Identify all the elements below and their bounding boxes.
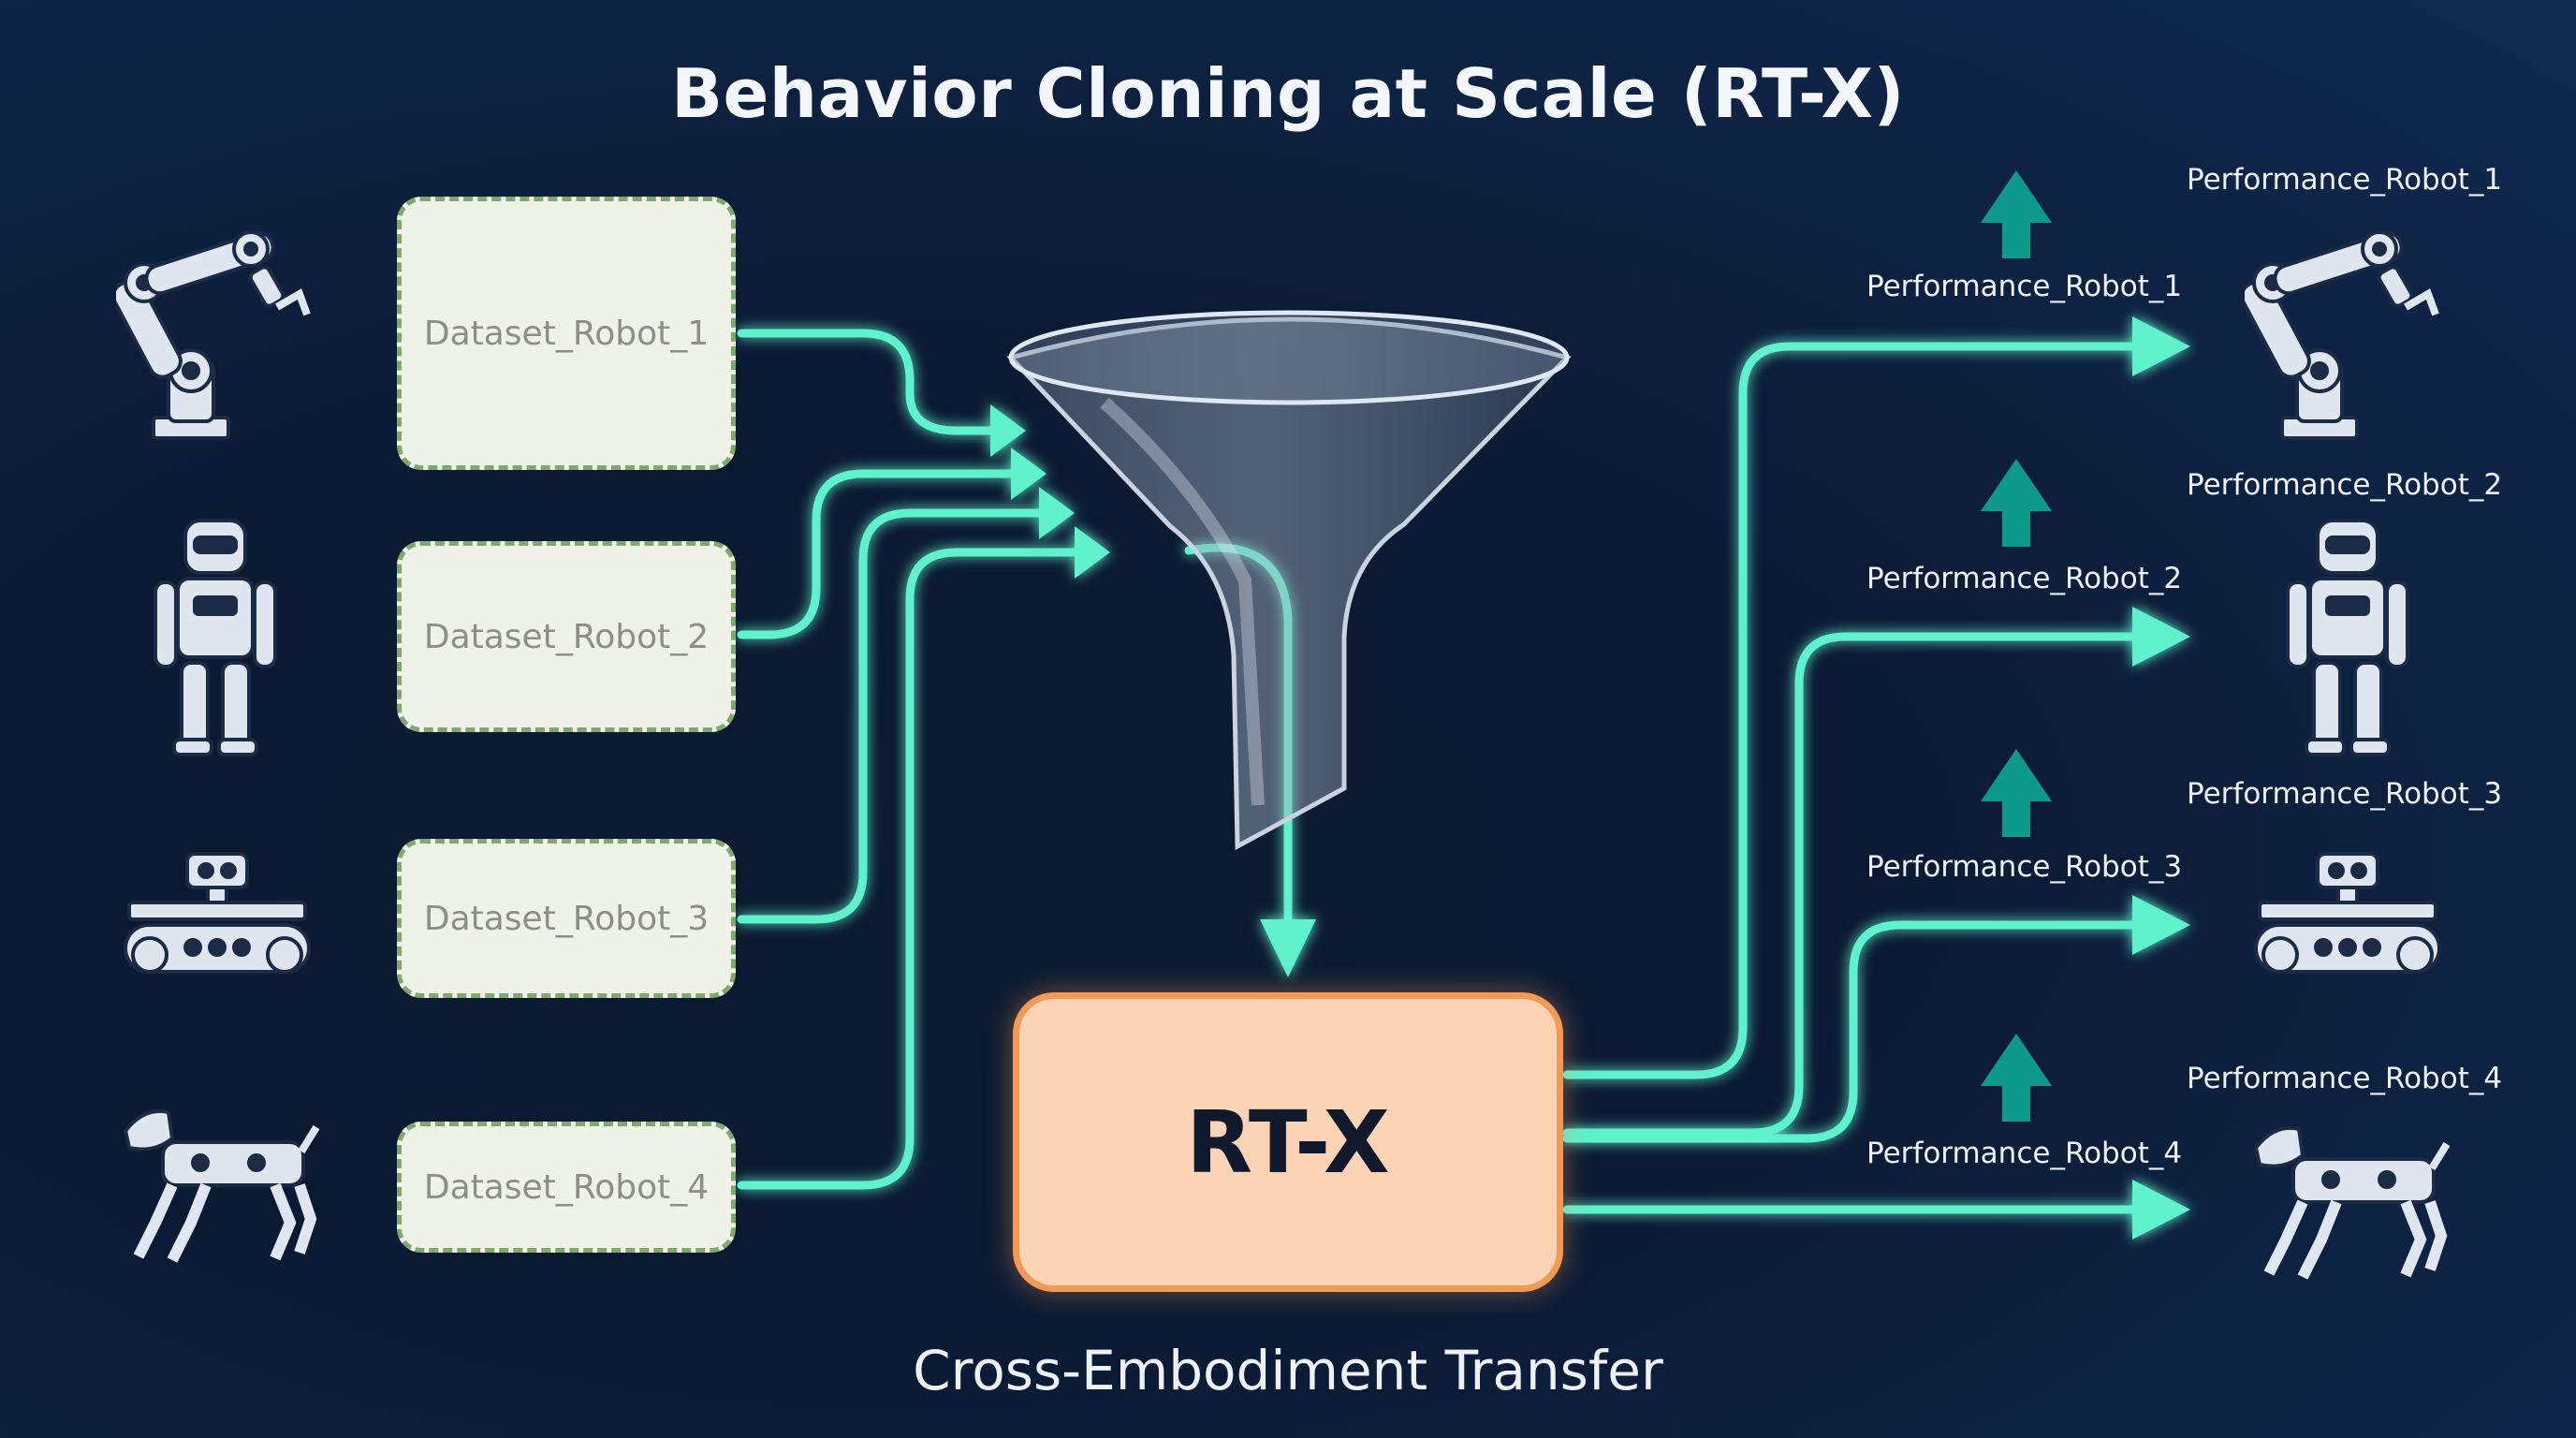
- dataset-box-3: Dataset_Robot_3: [397, 839, 736, 998]
- flow-dataset-1: [737, 329, 995, 435]
- diagram-title: Behavior Cloning at Scale (RT-X): [671, 54, 1905, 133]
- rtx-model-label: RT-X: [1186, 1092, 1390, 1193]
- up-arrow-icon-1: [1981, 170, 2052, 258]
- humanoid-robot-icon-output: [2286, 519, 2409, 756]
- robot-dog-icon-output: [2253, 1126, 2451, 1280]
- arrowhead-3: [1039, 487, 1075, 539]
- arrowhead-down: [1260, 919, 1316, 977]
- wheeled-rover-icon: [124, 852, 311, 974]
- flow-dataset-4: [737, 548, 1079, 1190]
- robot-dog-icon: [123, 1109, 320, 1263]
- performance-label-outer-2: Performance_Robot_2: [2187, 468, 2503, 502]
- performance-label-inner-1: Performance_Robot_1: [1866, 270, 2183, 303]
- performance-label-inner-2: Performance_Robot_2: [1866, 562, 2183, 595]
- flow-output-1: [1562, 342, 2148, 1079]
- arrowhead-4: [1075, 526, 1110, 579]
- out-arrowhead-2: [2132, 607, 2190, 667]
- arrowhead-1: [990, 404, 1026, 457]
- out-arrowhead-4: [2132, 1180, 2190, 1240]
- robot-arm-icon: [116, 230, 311, 440]
- flow-output-3: [1562, 920, 2148, 1143]
- dataset-label-2: Dataset_Robot_2: [423, 617, 710, 656]
- out-arrowhead-3: [2132, 895, 2190, 955]
- arrowhead-2: [1011, 448, 1046, 500]
- dataset-box-1: Dataset_Robot_1: [397, 197, 736, 470]
- rtx-model-box: RT-X: [1013, 992, 1563, 1292]
- dataset-label-4: Dataset_Robot_4: [423, 1167, 710, 1207]
- performance-label-inner-4: Performance_Robot_4: [1866, 1137, 2183, 1170]
- funnel: [1006, 310, 1572, 851]
- dataset-box-4: Dataset_Robot_4: [397, 1122, 736, 1253]
- dataset-label-3: Dataset_Robot_3: [423, 899, 710, 938]
- humanoid-robot-icon: [154, 519, 277, 756]
- performance-label-inner-3: Performance_Robot_3: [1866, 850, 2183, 884]
- robot-arm-icon-output: [2245, 230, 2439, 440]
- performance-label-outer-1: Performance_Robot_1: [2187, 163, 2503, 197]
- performance-label-outer-3: Performance_Robot_3: [2187, 777, 2503, 811]
- flow-dataset-2: [737, 469, 1016, 639]
- up-arrow-icon-3: [1981, 749, 2052, 837]
- diagram-caption: Cross-Embodiment Transfer: [913, 1339, 1663, 1402]
- up-arrow-icon-4: [1981, 1034, 2052, 1122]
- out-arrowhead-1: [2132, 316, 2190, 376]
- dataset-box-2: Dataset_Robot_2: [397, 541, 736, 732]
- dataset-label-1: Dataset_Robot_1: [423, 314, 710, 353]
- performance-label-outer-4: Performance_Robot_4: [2187, 1062, 2503, 1095]
- wheeled-rover-icon-output: [2254, 852, 2441, 974]
- flow-output-2: [1562, 632, 2148, 1137]
- flow-dataset-3: [737, 508, 1044, 924]
- up-arrow-icon-2: [1981, 459, 2052, 547]
